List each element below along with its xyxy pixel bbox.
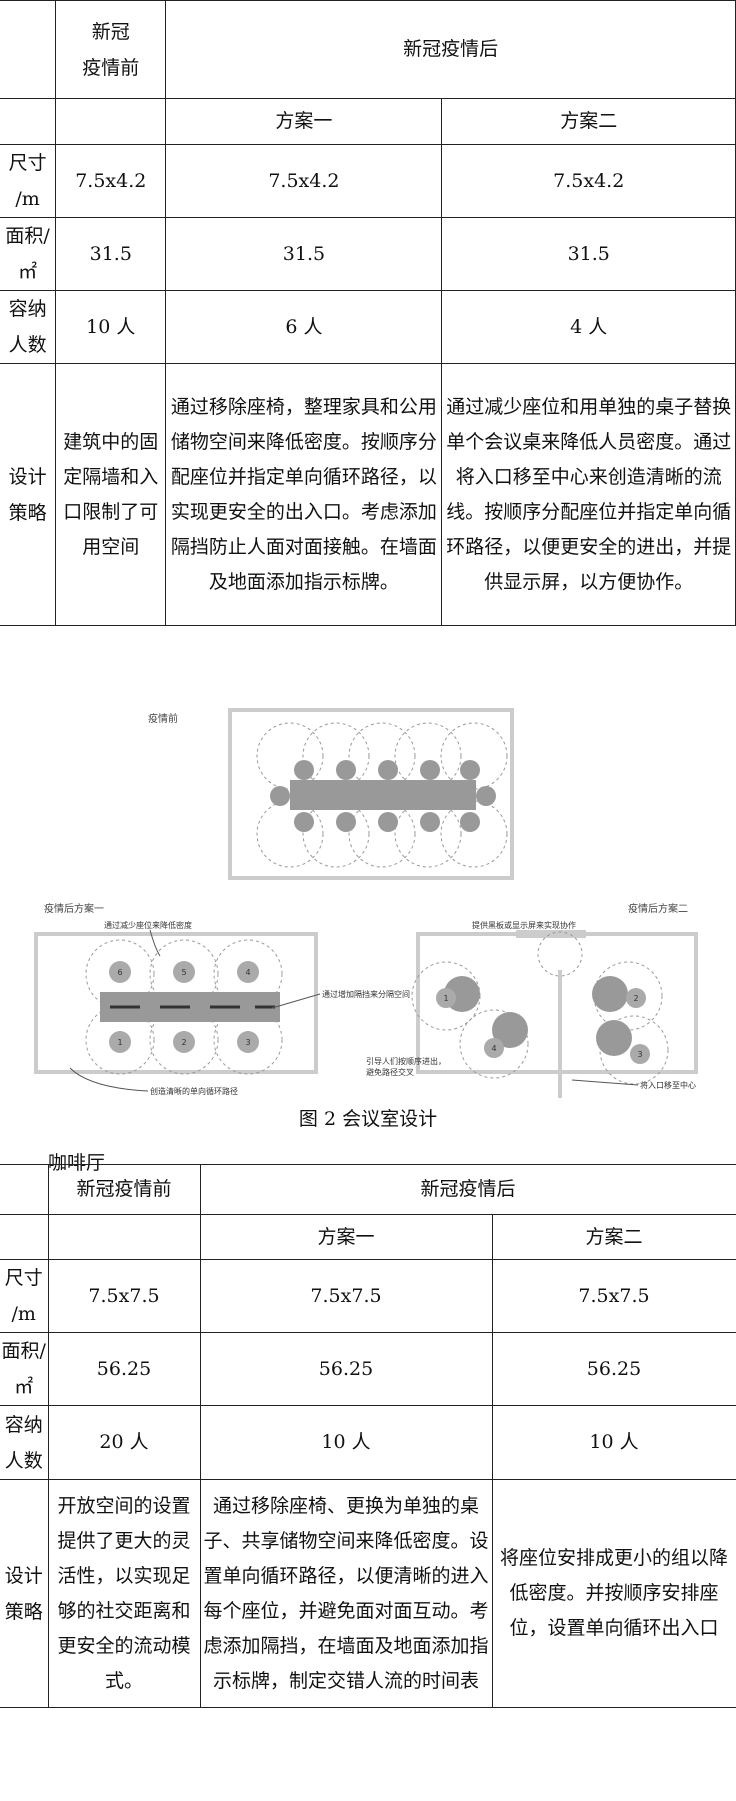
cell-strategy-p2: 通过减少座位和用单独的桌子替换单个会议桌来降低人员密度。通过将入口移至中心来创造… [441,363,736,626]
cell-strategy-before: 开放空间的设置提供了更大的灵活性，以实现足够的社交距离和更安全的流动模式。 [47,1479,201,1708]
ann-reduce: 通过减少座位来降低密度 [104,920,192,930]
cell-size-p1: 7.5x4.2 [165,144,443,218]
plan1-seat-circles [85,939,283,1075]
cell-size-p2: 7.5x7.5 [491,1259,736,1333]
row-label-size: 尺寸 /m [0,144,57,218]
row-label-strategy: 设计 策略 [0,1479,49,1708]
header-plan2: 方案二 [491,1214,736,1260]
label-plan2: 疫情后方案二 [628,902,688,915]
cell-size-p1: 7.5x7.5 [199,1259,493,1333]
cell-area-p2: 56.25 [491,1332,736,1406]
cell-capacity-before: 10 人 [55,290,167,364]
ann-partition: 通过增加隔挡来分隔空间 [322,989,410,999]
cell-strategy-p1: 通过移除座椅、更换为单独的桌子、共享储物空间来降低密度。设置单向循环路径，以便清… [199,1479,493,1708]
header-plan1: 方案一 [165,98,443,145]
header-plan1: 方案一 [199,1214,493,1260]
plan1-chairs [109,961,259,1053]
header-after: 新冠疫情后 [199,1164,736,1215]
before-seat-circles [256,722,508,868]
cell-size-before: 7.5x4.2 [55,144,167,218]
corner-cell [0,0,57,99]
plan2-seat-circles [411,931,669,1085]
label-plan1: 疫情后方案一 [44,902,104,915]
svg-text:4: 4 [245,968,250,977]
svg-text:2: 2 [181,1038,186,1047]
svg-text:3: 3 [637,1050,642,1059]
svg-text:4: 4 [491,1044,496,1053]
row-label-strategy: 设计 策略 [0,363,57,626]
ann-board: 提供黑板或显示屏来实现协作 [472,920,576,930]
cell-capacity-before: 20 人 [47,1405,201,1480]
cell-area-p1: 31.5 [165,217,443,291]
label-before: 疫情前 [148,712,178,725]
cell-strategy-p2: 将座位安排成更小的组以降低密度。并按顺序安排座位，设置单向循环出入口 [491,1479,736,1708]
ann-entrance: 将入口移至中心 [640,1080,696,1090]
plan2-display [516,930,586,938]
header-after: 新冠疫情后 [165,0,736,99]
row-label-size: 尺寸 /m [0,1259,49,1333]
svg-text:2: 2 [633,994,638,1003]
row-label-capacity: 容纳 人数 [0,290,57,364]
plan2-tables [444,976,632,1056]
cafe-table: 新冠疫情前 新冠疫情后 方案一 方案二 尺寸 /m 7.5x7.5 7.5x7.… [0,1164,736,1708]
ann-circulation: 创造清晰的单向循环路径 [150,1086,238,1096]
cell-capacity-p1: 6 人 [165,290,443,364]
cell-size-before: 7.5x7.5 [47,1259,201,1333]
room-plan1-wall [34,932,318,1074]
cell-size-p2: 7.5x4.2 [441,144,736,218]
cell-capacity-p2: 4 人 [441,290,736,364]
floor-plan-svg: 疫情前 疫情后方案一 6 5 4 1 [34,708,698,1098]
ann-guide: 引导人们按顺序进出，避免路径交叉 [366,1056,446,1077]
figure-caption: 图 2 会议室设计 [298,1108,438,1130]
svg-text:3: 3 [245,1038,250,1047]
cell-strategy-before: 建筑中的固定隔墙和入口限制了可用空间 [55,363,167,626]
header-before: 新冠疫情前 [47,1164,201,1215]
header-before: 新冠 疫情前 [55,0,167,99]
before-table [290,780,476,810]
cell-area-p2: 31.5 [441,217,736,291]
header-plan2: 方案二 [441,98,736,145]
room-before-wall [228,708,514,880]
row-label-area: 面积/ ㎡ [0,1332,49,1406]
svg-text:1: 1 [117,1038,122,1047]
meeting-room-table: 新冠 疫情前 新冠疫情后 方案一 方案二 尺寸 /m 7.5x4.2 7.5x4… [0,0,736,626]
cell-capacity-p2: 10 人 [491,1405,736,1480]
row-label-area: 面积/ ㎡ [0,217,57,291]
plan2-seat-numbers: 1 2 3 4 [443,994,642,1059]
plan2-chairs [436,988,650,1064]
cell-capacity-p1: 10 人 [199,1405,493,1480]
cell-area-before: 56.25 [47,1332,201,1406]
row-label-capacity: 容纳 人数 [0,1405,49,1480]
svg-text:6: 6 [117,968,122,977]
before-chairs [270,760,496,832]
cell-area-before: 31.5 [55,217,167,291]
meeting-room-figure: 疫情前 疫情后方案一 6 5 4 1 [0,708,736,1100]
cell-area-p1: 56.25 [199,1332,493,1406]
plan1-seat-numbers: 6 5 4 1 2 3 [117,968,250,1047]
cell-strategy-p1: 通过移除座椅，整理家具和公用储物空间来降低密度。按顺序分配座位并指定单向循环路径… [165,363,443,626]
svg-text:5: 5 [181,968,186,977]
svg-text:1: 1 [443,994,448,1003]
